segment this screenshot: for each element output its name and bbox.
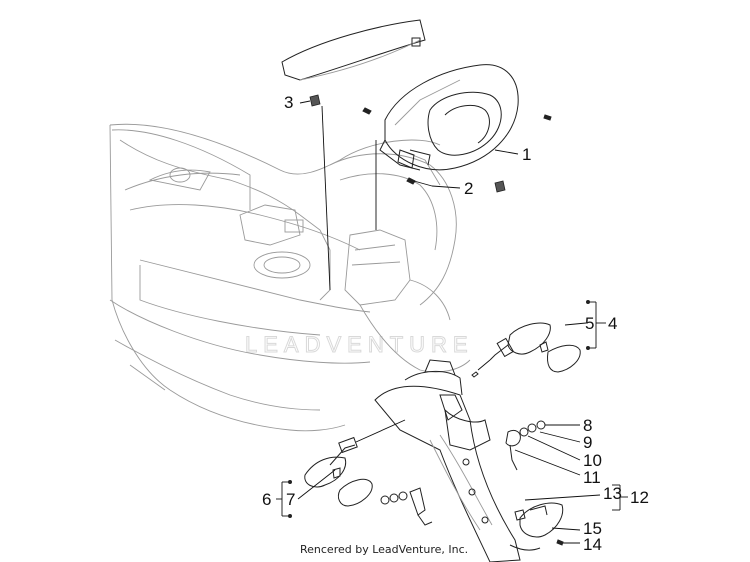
parts-12-15-rear-signal <box>514 494 601 546</box>
part-6-7-left-turn-signal <box>304 419 406 507</box>
callout-15: 15 <box>583 519 602 538</box>
rear-body-frame <box>109 123 471 432</box>
callout-7: 7 <box>286 490 295 509</box>
callout-2: 2 <box>464 179 473 198</box>
part-4-5-right-turn-signal <box>471 322 581 378</box>
callout-10: 10 <box>583 451 602 470</box>
callout-labels: 1 2 3 4 5 6 7 8 9 10 11 12 13 14 15 <box>262 93 649 554</box>
watermark-text: LEADVENTURE <box>245 332 474 357</box>
callout-13: 13 <box>603 484 622 503</box>
callout-9: 9 <box>583 433 592 452</box>
part-1-instrument-cluster <box>379 64 519 171</box>
parts-8-11-fasteners <box>505 420 581 476</box>
callout-1: 1 <box>522 145 531 164</box>
callout-12: 12 <box>630 488 649 507</box>
callout-8: 8 <box>583 416 592 435</box>
credit-text: Rencered by LeadVenture, Inc. <box>300 543 468 556</box>
part-3-clip <box>309 94 506 193</box>
callout-3: 3 <box>284 93 293 112</box>
callout-5: 5 <box>585 314 594 333</box>
callout-4: 4 <box>608 314 617 333</box>
callout-6: 6 <box>262 490 271 509</box>
callout-leaders <box>276 100 628 518</box>
callout-14: 14 <box>583 535 602 554</box>
callout-11: 11 <box>583 468 601 487</box>
seat-cover-panel <box>281 19 426 81</box>
rear-fender-plate-holder <box>374 359 541 562</box>
part-2-screws <box>362 107 552 187</box>
hardware-cluster-bottom <box>380 487 433 526</box>
